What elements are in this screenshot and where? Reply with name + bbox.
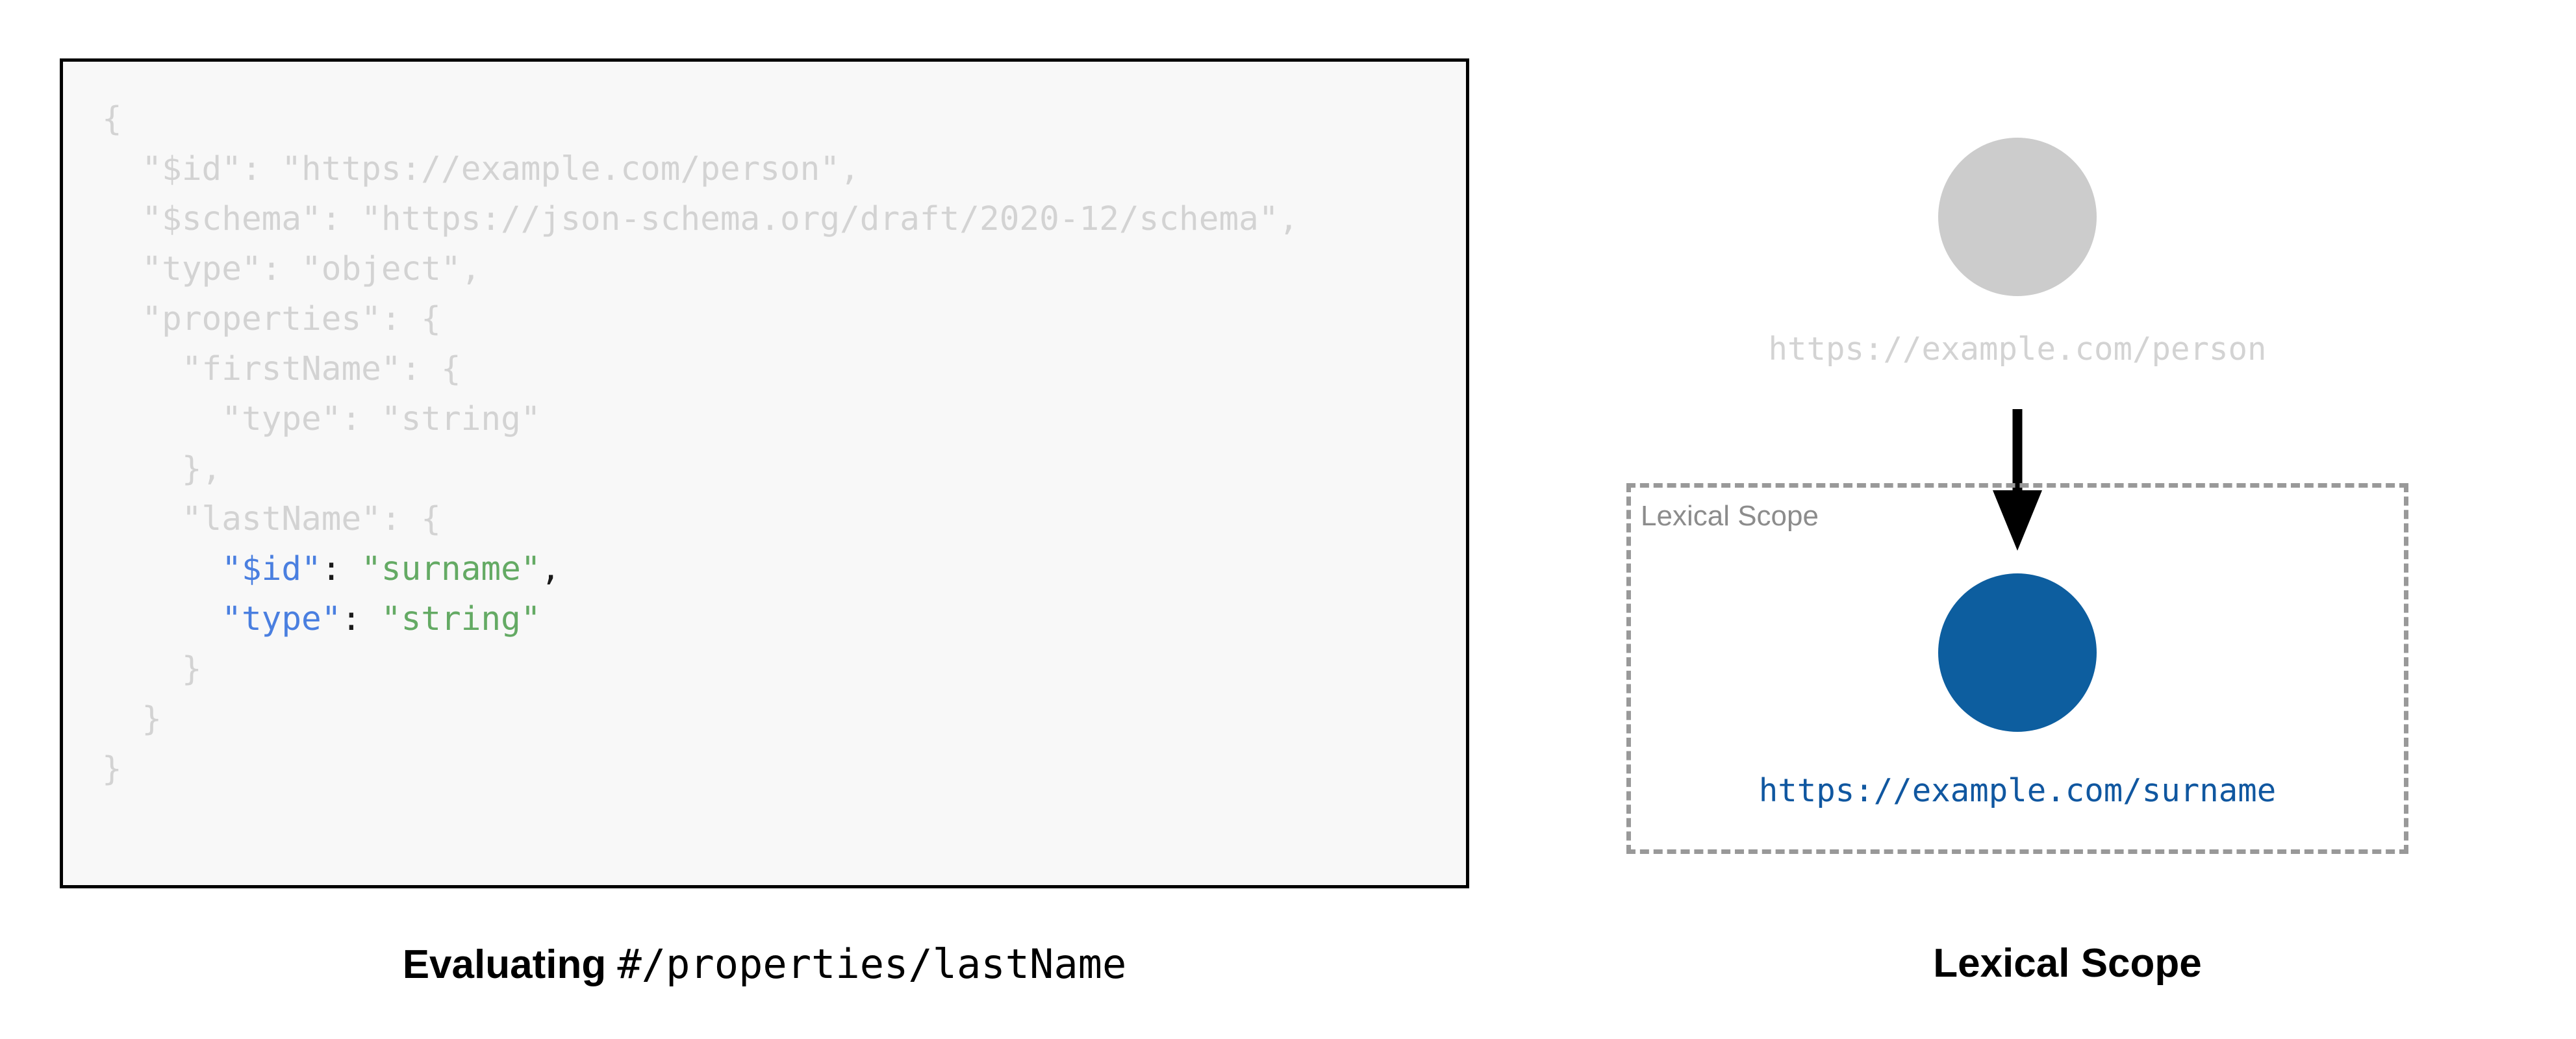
code-line: "type": "object", [102,244,1298,294]
code-token: "type": "object", [142,250,481,288]
child-schema-node-circle [1938,573,2097,732]
code-line: "properties": { [102,294,1298,344]
caption-right: Lexical Scope [1559,940,2576,986]
code-token: "$id" [221,550,322,588]
caption-right-bold: Lexical Scope [1933,941,2202,986]
code-token: "string" [381,600,541,638]
code-token: } [142,700,162,738]
code-token: } [102,750,122,788]
caption-left-bold: Evaluating [402,942,607,987]
root-schema-node-circle [1938,138,2097,296]
code-token: , [540,550,561,588]
code-line: "type": "string" [102,594,1298,644]
code-line: } [102,744,1298,794]
code-token: "surname" [361,550,541,588]
child-schema-node-label: https://example.com/surname [1758,772,2277,809]
code-token: "type": "string" [221,400,541,438]
code-listing: { "$id": "https://example.com/person", "… [102,94,1298,794]
caption-left-pointer: #/properties/lastName [617,940,1127,988]
code-line: }, [102,444,1298,494]
caption-left: Evaluating #/properties/lastName [0,940,1529,988]
code-token: "$id": "https://example.com/person", [142,150,860,188]
code-token: } [181,650,202,688]
code-token: : [321,550,362,588]
code-token: : [341,600,381,638]
code-token: "$schema": "https://json-schema.org/draf… [142,200,1299,238]
json-schema-code-panel: { "$id": "https://example.com/person", "… [60,58,1469,888]
code-line: "$id": "https://example.com/person", [102,144,1298,194]
lexical-scope-boundary-box [1626,483,2408,854]
code-token: "type" [221,600,342,638]
code-token: "lastName": { [181,500,441,538]
root-schema-node-label: https://example.com/person [1768,331,2267,368]
code-line: "lastName": { [102,494,1298,544]
code-line: "type": "string" [102,394,1298,444]
code-line: } [102,694,1298,744]
code-line: } [102,644,1298,694]
lexical-scope-box-label: Lexical Scope [1641,500,1819,532]
code-line: "$schema": "https://json-schema.org/draf… [102,194,1298,244]
code-line: "$id": "surname", [102,544,1298,594]
lexical-scope-diagram: https://example.com/person Lexical Scope… [1559,0,2576,922]
code-line: { [102,94,1298,144]
code-line: "firstName": { [102,344,1298,394]
code-token: "firstName": { [181,350,461,388]
code-token: }, [181,450,222,488]
code-token: "properties": { [142,300,441,338]
code-token: { [102,100,122,138]
